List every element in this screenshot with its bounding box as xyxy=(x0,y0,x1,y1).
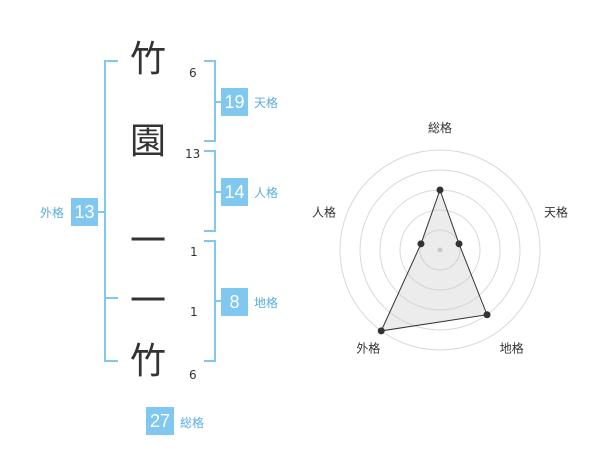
name-char-1: 竹 xyxy=(129,39,166,80)
soukaku-value-badge: 27 xyxy=(146,407,174,435)
chikaku-connector xyxy=(214,300,222,302)
stroke-count-3: 1 xyxy=(190,245,198,259)
stroke-count-5: 6 xyxy=(189,368,197,382)
radar-ring xyxy=(399,209,481,291)
gaikaku-connector xyxy=(96,211,104,213)
radar-axis-label-2: 天格 xyxy=(544,204,568,219)
radar-polygon xyxy=(380,188,488,332)
chikaku-label: 地格 xyxy=(254,296,279,310)
name-char-5: 竹 xyxy=(129,341,166,382)
jinkaku-label: 人格 xyxy=(254,186,279,200)
radar-point-5 xyxy=(417,240,425,248)
stroke-count-4: 1 xyxy=(190,305,198,319)
stroke-count-2: 13 xyxy=(185,147,201,161)
jinkaku-connector xyxy=(214,191,222,193)
radar-point-2 xyxy=(455,240,463,248)
gaikaku-value-badge: 13 xyxy=(71,198,98,226)
chikaku-value-badge: 8 xyxy=(221,288,248,316)
soukaku-label: 総格 xyxy=(180,416,205,430)
radar-ring xyxy=(419,229,461,271)
radar-axis-label-4: 外格 xyxy=(356,341,380,356)
tenkaku-connector xyxy=(214,101,222,103)
name-char-4: 一 xyxy=(129,281,166,322)
radar-ring xyxy=(339,149,541,351)
radar-center xyxy=(437,247,443,253)
tenkaku-label: 天格 xyxy=(254,96,279,110)
radar-point-3 xyxy=(483,311,491,319)
jinkaku-value-badge: 14 xyxy=(221,178,248,206)
radar-axis-label-5: 人格 xyxy=(312,204,336,219)
gaikaku-bracket-divider xyxy=(104,297,118,299)
stroke-count-1: 6 xyxy=(189,66,197,80)
radar-axis-label-1: 総格 xyxy=(428,120,452,135)
name-char-3: 一 xyxy=(129,221,166,262)
radar-ring xyxy=(359,169,521,331)
radar-point-4 xyxy=(377,327,385,335)
gaikaku-bracket xyxy=(104,60,118,362)
radar-axis-label-3: 地格 xyxy=(500,341,524,356)
tenkaku-value-badge: 19 xyxy=(221,88,248,116)
gaikaku-label: 外格 xyxy=(40,206,65,220)
name-char-2: 園 xyxy=(129,121,166,162)
radar-point-1 xyxy=(436,186,444,194)
